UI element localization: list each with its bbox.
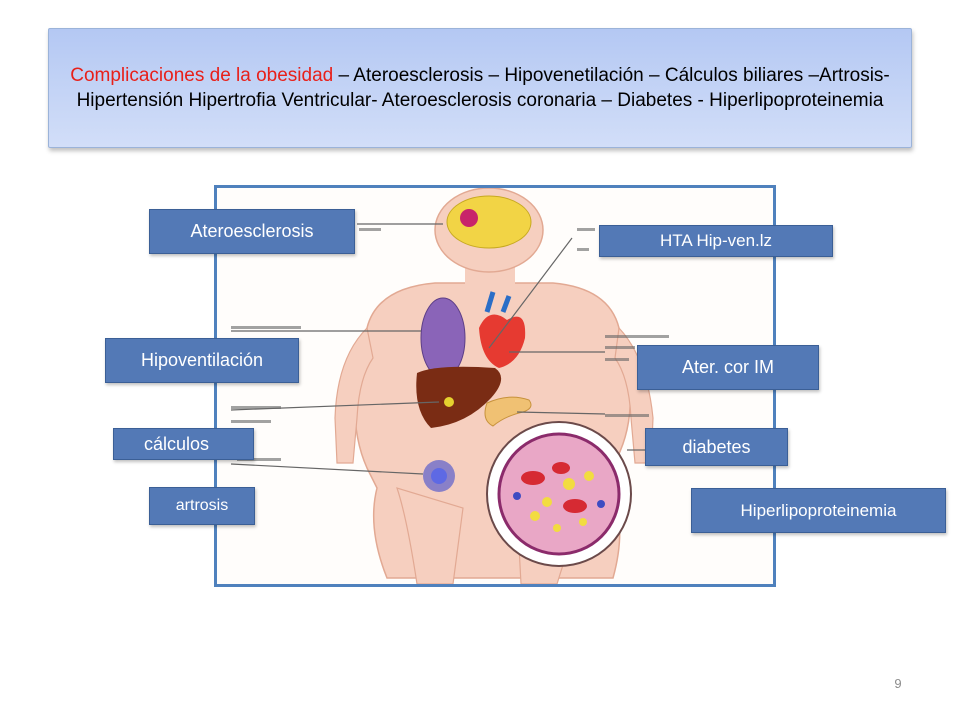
heart [479,314,526,368]
heart-vessels [484,291,512,313]
left-arm [334,326,374,464]
label-hta-hip-ven: HTA Hip-ven.lz [599,225,833,257]
title-rest: – Ateroesclerosis – Hipovenetilación – C… [76,64,890,111]
label-calculos: cálculos [113,428,254,460]
label-diabetes: diabetes [645,428,788,466]
left-leg [396,487,464,584]
title-text: Complicaciones de la obesidad – Ateroesc… [57,63,903,114]
title-highlight: Complicaciones de la obesidad [70,64,334,86]
label-artrosis: artrosis [149,487,255,525]
label-hiperlipoproteinemia: Hiperlipoproteinemia [691,488,946,533]
brain-lesion [460,209,478,227]
gallstone [444,397,454,407]
page-number: 9 [894,676,902,691]
body-figure [230,188,669,584]
label-ater-cor-im: Ater. cor IM [637,345,819,390]
label-hipoventilacion: Hipoventilación [105,338,299,383]
title-banner: Complicaciones de la obesidad – Ateroesc… [48,28,912,148]
lung [420,297,466,379]
liver [416,366,502,428]
brain [446,195,532,249]
label-ateroesclerosis: Ateroesclerosis [149,209,355,254]
